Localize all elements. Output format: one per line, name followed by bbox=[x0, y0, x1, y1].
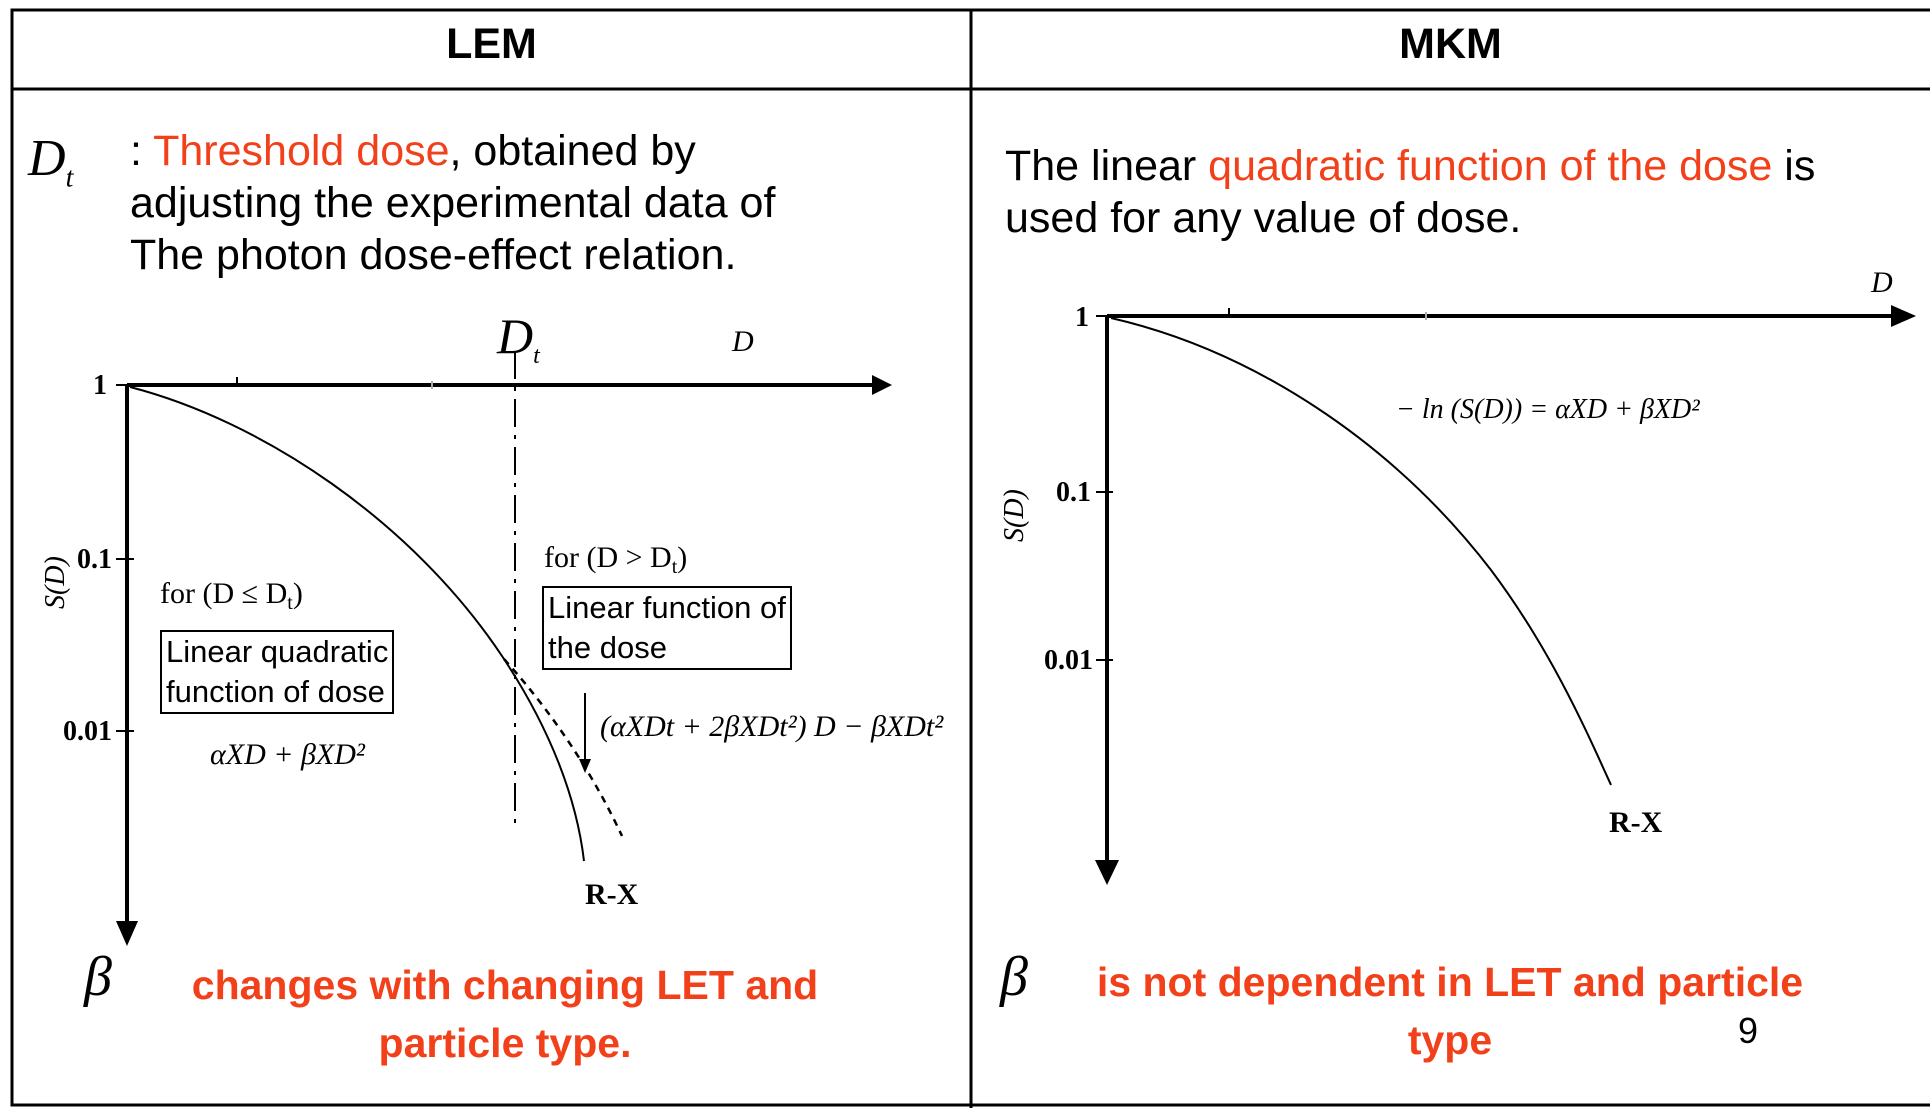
lem-tick-001: 0.01 bbox=[63, 716, 112, 747]
mkm-curve-label: R-X bbox=[1609, 806, 1663, 839]
mkm-tick-001: 0.01 bbox=[1044, 645, 1093, 676]
lem-dt-symbol: Dt bbox=[28, 130, 74, 194]
mkm-formula: − ln (S(D)) = αXD + βXD² bbox=[1396, 394, 1700, 425]
lem-top-dt: Dt bbox=[496, 308, 541, 369]
lem-x-label: D bbox=[731, 325, 754, 358]
mkm-intro: The linear quadratic function of the dos… bbox=[1005, 142, 1816, 242]
mkm-curve bbox=[1110, 317, 1612, 786]
mkm-chart: D 1 0.1 0.01 S(D) − ln (S(D)) = αXD + βX… bbox=[999, 266, 1916, 885]
page-number: 9 bbox=[1738, 1010, 1759, 1051]
mkm-y-label: S(D) bbox=[999, 489, 1030, 542]
mkm-x-label: D bbox=[1870, 266, 1893, 299]
lem-formula-left: αXD + βXD² bbox=[210, 738, 366, 771]
lem-y-arrow bbox=[116, 921, 138, 946]
mkm-tick-01: 0.1 bbox=[1056, 477, 1091, 508]
lem-curve-linear bbox=[503, 658, 624, 837]
lem-intro: : Threshold dose, obtained by adjusting … bbox=[130, 127, 776, 279]
lem-curve-label: R-X bbox=[585, 878, 639, 911]
threshold-dose-term: Threshold dose bbox=[153, 127, 450, 175]
lem-x-arrow bbox=[872, 375, 892, 395]
lem-formula-right: (αXDt + 2βXDt²) D − βXDt² bbox=[600, 710, 944, 743]
quadratic-function-term: quadratic function of the dose bbox=[1208, 142, 1773, 190]
lem-chart: D Dt 1 0.1 0.01 S(D) for (D ≤ Dt) for (D… bbox=[40, 308, 944, 946]
lem-y-label: S(D) bbox=[40, 556, 71, 609]
lem-header: LEM bbox=[446, 20, 537, 68]
lem-beta-symbol: β bbox=[84, 946, 112, 1008]
mkm-tick-1: 1 bbox=[1075, 302, 1089, 333]
lem-tick-01: 0.1 bbox=[77, 544, 112, 575]
mkm-beta-symbol: β bbox=[1000, 946, 1028, 1008]
mkm-y-arrow bbox=[1095, 860, 1119, 885]
mkm-x-arrow bbox=[1891, 305, 1916, 327]
lem-for-right: for (D > Dt) bbox=[544, 541, 687, 578]
lem-tick-1: 1 bbox=[93, 370, 107, 401]
lem-for-left: for (D ≤ Dt) bbox=[160, 577, 303, 614]
mkm-header: MKM bbox=[1399, 20, 1502, 68]
lem-curve-lq bbox=[129, 386, 585, 862]
